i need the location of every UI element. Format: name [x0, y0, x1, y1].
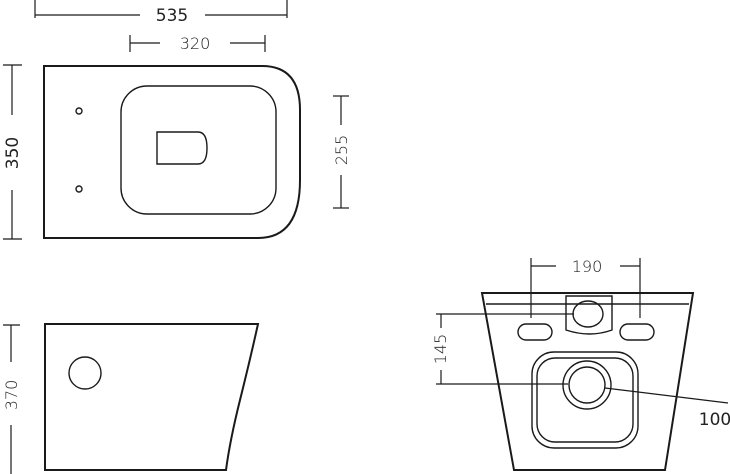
overall-width-label: 350: [3, 137, 23, 169]
rear-view: 190 145 100: [431, 257, 730, 471]
dimension-overall-width: 350: [3, 64, 23, 240]
rear-view-outlet-inner: [536, 357, 634, 443]
rear-view-body: [480, 292, 695, 471]
seat-hole-top: [75, 107, 83, 115]
dimension-bowl-length: 320: [129, 34, 266, 53]
top-view: 535 320 350: [3, 0, 351, 240]
top-view-bowl: [120, 85, 277, 215]
overall-length-label: 535: [156, 6, 188, 26]
bolt-slot-left: [517, 323, 553, 341]
dimension-inlet-height: 145: [431, 313, 574, 385]
bowl-length-label: 320: [180, 34, 211, 53]
side-view-body: [44, 323, 260, 471]
height-label: 370: [2, 380, 21, 411]
outlet-diameter-label: 100: [699, 410, 730, 430]
rear-view-outlet-frame: [531, 351, 639, 449]
inlet-height-label: 145: [431, 334, 450, 365]
top-view-body: [43, 65, 301, 239]
side-view-inlet: [68, 356, 102, 390]
dimension-overall-length: 535: [34, 0, 288, 26]
dimension-outlet-diameter: 100: [604, 387, 730, 430]
rear-view-outlet-inner-circle: [568, 366, 606, 404]
dimension-bowl-width: 255: [332, 95, 351, 209]
dimension-height: 370: [2, 324, 21, 474]
seat-hole-bottom: [75, 185, 83, 193]
side-view: 370: [2, 323, 260, 474]
top-view-outlet: [156, 131, 208, 165]
rear-view-inlet: [565, 295, 613, 335]
bolt-slot-right: [619, 323, 655, 341]
dimension-bolt-spacing: 190: [530, 257, 641, 318]
bowl-width-label: 255: [332, 135, 351, 166]
bolt-spacing-label: 190: [572, 257, 603, 276]
rear-view-outlet-outer: [562, 360, 612, 410]
rear-view-inlet-hole: [572, 300, 604, 328]
